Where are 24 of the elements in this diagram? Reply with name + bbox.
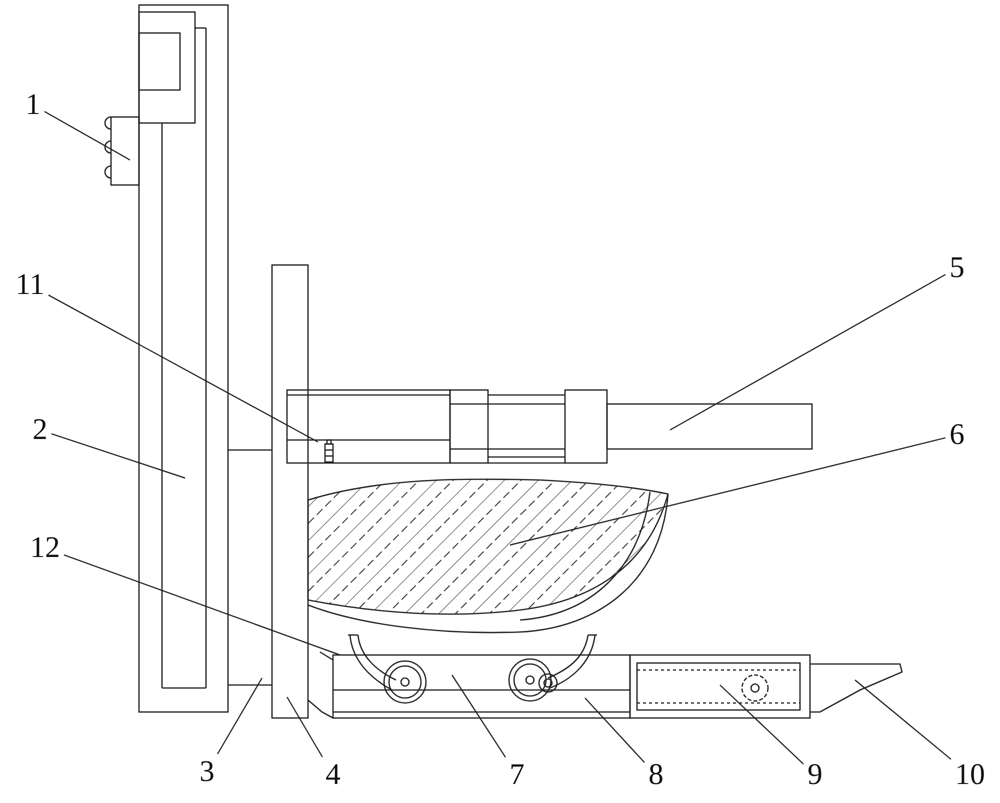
callout-number: 3 — [198, 757, 216, 787]
leader-line — [286, 696, 323, 758]
callout-number: 6 — [948, 420, 966, 450]
callout-number: 9 — [806, 760, 824, 790]
callout-number: 11 — [14, 270, 46, 300]
leader-line — [452, 674, 506, 758]
leader-line — [670, 274, 946, 431]
leader-line — [64, 554, 340, 656]
callout-number: 1 — [24, 90, 42, 120]
leader-line — [217, 678, 263, 754]
leader-line — [44, 111, 130, 161]
leader-line — [720, 684, 804, 765]
callout-number: 7 — [508, 760, 526, 790]
callout-number: 5 — [948, 253, 966, 283]
callout-number: 8 — [648, 760, 664, 790]
callout-number: 10 — [954, 760, 986, 790]
leader-line — [51, 433, 186, 479]
callout-number: 12 — [29, 533, 61, 563]
callout-number: 4 — [324, 760, 342, 790]
leader-line — [510, 437, 946, 546]
leader-line — [854, 680, 952, 760]
leader-line — [48, 294, 318, 443]
leader-line — [584, 698, 645, 763]
callout-number: 2 — [32, 415, 48, 445]
